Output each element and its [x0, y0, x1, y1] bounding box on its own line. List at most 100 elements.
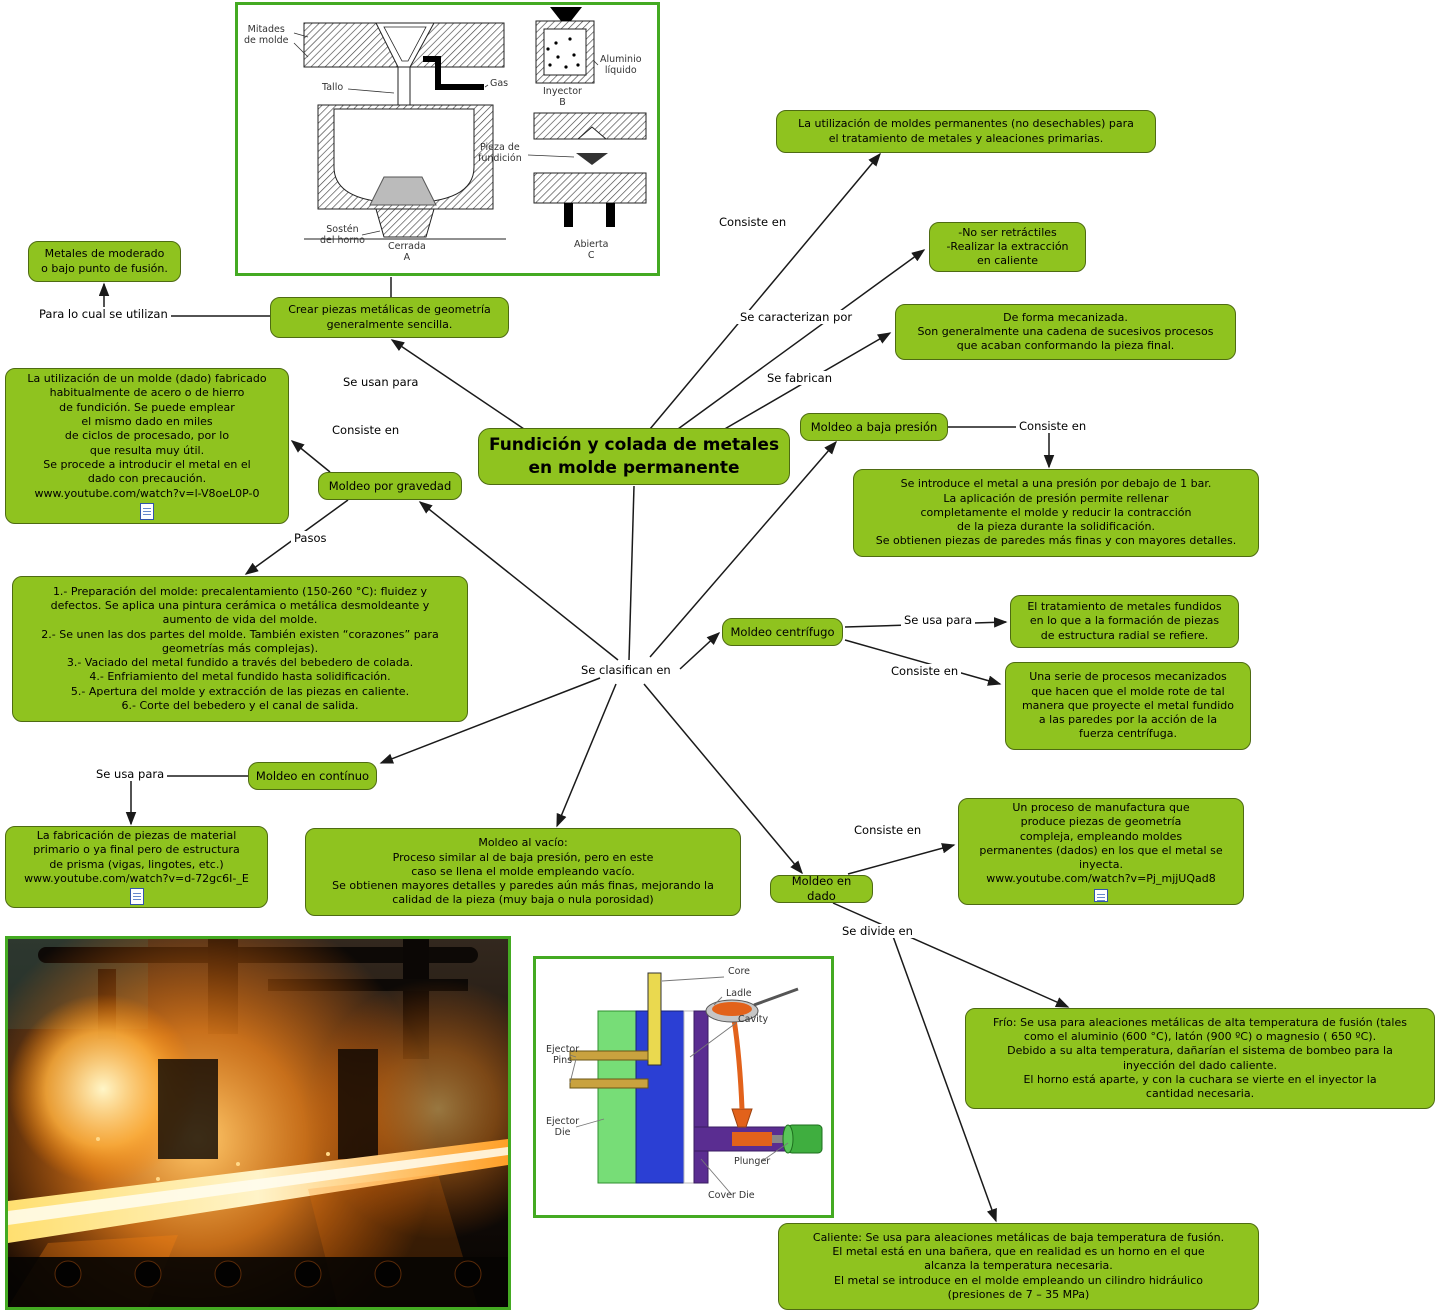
- concept-pasos-gravedad[interactable]: 1.- Preparación del molde: precalentamie…: [12, 576, 468, 722]
- concept-centrifugo-uso[interactable]: El tratamiento de metales fundidos en lo…: [1010, 595, 1239, 648]
- concept-centrifugo-descripcion[interactable]: Una serie de procesos mecanizados que ha…: [1005, 662, 1251, 750]
- link-label-se-usa-para: Se usa para: [93, 767, 168, 781]
- connector: [390, 339, 525, 430]
- connector: [643, 683, 803, 875]
- concept-baja-presion-descripcion[interactable]: Se introduce el metal a una presión por …: [853, 469, 1259, 557]
- connector: [948, 426, 1055, 469]
- label-ejector-die: Ejector Die: [546, 1116, 580, 1138]
- connector: [679, 631, 721, 670]
- concept-text: Moldeo al vacío: Proceso similar al de b…: [332, 836, 714, 907]
- connector: [290, 440, 331, 473]
- connector: [677, 249, 926, 430]
- concept-dado-descripcion[interactable]: Un proceso de manufactura que produce pi…: [958, 798, 1244, 905]
- concept-molde-dado-descripcion[interactable]: La utilización de un molde (dado) fabric…: [5, 368, 289, 524]
- label-cerrada-a: Cerrada A: [388, 241, 426, 263]
- concept-metales-moderado[interactable]: Metales de moderado o bajo punto de fusi…: [28, 241, 181, 282]
- connector: [379, 677, 601, 764]
- concept-text: Una serie de procesos mecanizados que ha…: [1021, 670, 1235, 741]
- link-label-consiste-en: Consiste en: [888, 664, 962, 678]
- map-title-node[interactable]: Fundición y colada de metales en molde p…: [478, 428, 790, 485]
- label-cavity: Cavity: [738, 1014, 769, 1025]
- image-casting-diagram: Mitades de molde Tallo Gas Inyector B Al…: [235, 2, 660, 276]
- concept-moldeo-baja-presion[interactable]: Moldeo a baja presión: [800, 413, 948, 441]
- concept-moldeo-centrifugo[interactable]: Moldeo centrífugo: [722, 618, 843, 646]
- concept-text: -No ser retráctiles -Realizar la extracc…: [946, 225, 1069, 268]
- connector: [556, 683, 617, 828]
- image-die-casting-diagram: Core Ladle Cavity Ejector Pins Ejector D…: [533, 956, 834, 1218]
- label-mold-halves: Mitades de molde: [244, 24, 289, 46]
- concept-text: La utilización de moldes permanentes (no…: [798, 117, 1134, 145]
- document-icon[interactable]: [140, 502, 154, 520]
- document-icon[interactable]: [1094, 888, 1108, 902]
- concept-text: Moldeo a baja presión: [810, 419, 938, 434]
- concept-dado-frio[interactable]: Frío: Se usa para aleaciones metálicas d…: [965, 1008, 1435, 1109]
- label-plunger: Plunger: [734, 1156, 771, 1167]
- concept-crear-piezas[interactable]: Crear piezas metálicas de geometría gene…: [270, 297, 509, 338]
- link-label-se-usa-para: Se usa para: [901, 613, 976, 627]
- concept-text: Un proceso de manufactura que produce pi…: [979, 801, 1223, 872]
- connector: [418, 501, 619, 661]
- concept-text: De forma mecanizada. Son generalmente un…: [917, 310, 1214, 353]
- link-label-consiste-en: Consiste en: [851, 823, 925, 837]
- concept-text: Crear piezas metálicas de geometría gene…: [288, 303, 491, 331]
- label-ejector-pins: Ejector Pins: [546, 1044, 580, 1066]
- concept-fabricacion[interactable]: De forma mecanizada. Son generalmente un…: [895, 304, 1236, 360]
- concept-moldeo-en-dado[interactable]: Moldeo en dado: [770, 874, 873, 903]
- connector: [125, 775, 248, 826]
- link-label-se-fabrican: Se fabrican: [764, 371, 836, 385]
- youtube-link[interactable]: www.youtube.com/watch?v=d-72gc6I-_E: [24, 871, 249, 885]
- concept-text: El tratamiento de metales fundidos en lo…: [1027, 600, 1222, 642]
- concept-text: Frío: Se usa para aleaciones metálicas d…: [993, 1015, 1407, 1101]
- connector: [703, 332, 892, 442]
- label-gas: Gas: [490, 78, 509, 89]
- link-label-se-caracterizan-por: Se caracterizan por: [737, 310, 856, 324]
- connector: [844, 639, 1002, 686]
- concept-moldes-permanentes[interactable]: La utilización de moldes permanentes (no…: [776, 110, 1156, 153]
- foundry-photo-art: [8, 939, 508, 1307]
- link-label-pasos: Pasos: [291, 531, 330, 545]
- connector: [832, 902, 1070, 1008]
- concept-text: Moldeo centrífugo: [730, 624, 835, 639]
- connector: [847, 843, 956, 875]
- concept-moldeo-por-gravedad[interactable]: Moldeo por gravedad: [318, 472, 462, 500]
- link-label-consiste-en: Consiste en: [1016, 419, 1090, 433]
- youtube-link[interactable]: www.youtube.com/watch?v=Pj_mjjUQad8: [986, 872, 1216, 886]
- label-core: Core: [728, 966, 750, 977]
- connector: [649, 440, 837, 658]
- link-label-consiste-en: Consiste en: [329, 423, 403, 437]
- label-aluminio-liquido: Aluminio líquido: [600, 54, 642, 76]
- concept-text: Moldeo por gravedad: [328, 478, 452, 493]
- link-label-se-divide-en: Se divide en: [839, 924, 916, 938]
- concept-text: Caliente: Se usa para aleaciones metálic…: [812, 1230, 1225, 1301]
- concept-continuo-uso[interactable]: La fabricación de piezas de material pri…: [5, 826, 268, 908]
- link-label-se-usan-para: Se usan para: [340, 375, 422, 389]
- concept-moldeo-al-vacio[interactable]: Moldeo al vacío: Proceso similar al de b…: [305, 828, 741, 916]
- concept-text: Moldeo en dado: [791, 874, 852, 903]
- concept-text: Metales de moderado o bajo punto de fusi…: [41, 247, 168, 275]
- concept-dado-caliente[interactable]: Caliente: Se usa para aleaciones metálic…: [778, 1223, 1259, 1310]
- label-tallo: Tallo: [322, 82, 344, 93]
- label-pieza-fundicion: Pieza de fundición: [478, 142, 522, 164]
- concept-caracteristicas[interactable]: -No ser retráctiles -Realizar la extracc…: [929, 222, 1086, 272]
- concept-text: La fabricación de piezas de material pri…: [33, 829, 240, 871]
- label-cover-die: Cover Die: [708, 1190, 755, 1201]
- concept-moldeo-en-continuo[interactable]: Moldeo en contínuo: [248, 762, 377, 790]
- link-label-consiste-en: Consiste en: [716, 215, 790, 229]
- document-icon[interactable]: [129, 888, 144, 905]
- map-title-text: Fundición y colada de metales en molde p…: [488, 435, 780, 478]
- die-casting-art: [569, 972, 823, 1196]
- youtube-link[interactable]: www.youtube.com/watch?v=l-V8oeL0P-0: [34, 486, 260, 500]
- label-abierta-c: Abierta C: [574, 239, 609, 261]
- connector: [649, 152, 881, 430]
- concept-text: 1.- Preparación del molde: precalentamie…: [41, 584, 439, 713]
- concept-text: La utilización de un molde (dado) fabric…: [27, 372, 267, 486]
- casting-diagram-art: [293, 7, 647, 240]
- concept-text: Se introduce el metal a una presión por …: [875, 477, 1237, 548]
- link-label-para-lo-cual-se-utilizan: Para lo cual se utilizan: [36, 307, 171, 321]
- label-sosten-horno: Sostén del horno: [320, 224, 365, 246]
- label-inyector: Inyector B: [543, 86, 582, 108]
- concept-text: Moldeo en contínuo: [255, 768, 370, 783]
- image-foundry-photo: [5, 936, 511, 1310]
- label-ladle: Ladle: [726, 988, 752, 999]
- connector: [889, 927, 997, 1223]
